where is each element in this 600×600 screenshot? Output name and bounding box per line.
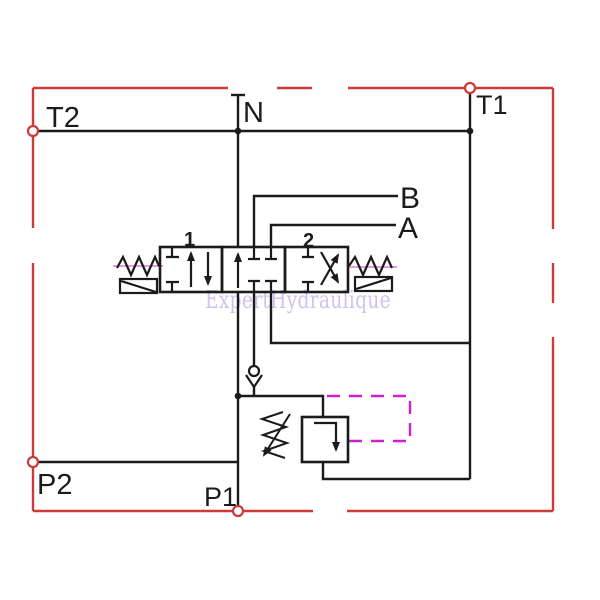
relief-branch-line: [238, 394, 325, 417]
port-marker-p2: [26, 455, 40, 469]
relief-valve-box: [300, 415, 350, 464]
enclosure-border: [31, 86, 555, 513]
junction-dot-p: [234, 392, 242, 400]
relief-remote-dashed-outline: [327, 394, 412, 443]
label-a: A: [398, 212, 418, 245]
directional-valve: [116, 245, 394, 295]
port-marker-t1: [463, 81, 477, 95]
label-t1: T1: [476, 90, 508, 120]
right-solenoid: [353, 275, 394, 293]
left-actuator: [116, 254, 161, 295]
junction-dot-t1: [466, 127, 474, 135]
a-work-line: [269, 223, 396, 247]
pos2-cross-arrow-up: [320, 253, 339, 286]
label-b: B: [400, 182, 420, 215]
left-return-spring: [116, 254, 161, 278]
label-p1: P1: [204, 482, 237, 512]
pos2-blocked-ports: [302, 247, 314, 292]
pos1-blocked-ports: [166, 247, 179, 292]
right-actuator: [348, 254, 394, 293]
junction-dot-n: [234, 127, 242, 135]
junctions: [234, 127, 474, 400]
relief-valve: [258, 411, 350, 464]
label-spool-position-2: 2: [303, 230, 314, 252]
relief-adjustment-arrow: [262, 413, 291, 457]
port-marker-t2: [26, 124, 40, 138]
label-spool-position-1: 1: [184, 229, 195, 251]
right-return-spring: [348, 254, 394, 278]
relief-outlet-line: [321, 462, 470, 481]
neutral-blocked-bottom-ports: [248, 279, 277, 292]
relief-valve-flow-arrow: [314, 421, 340, 452]
pos2-cross-arrow-down: [320, 251, 339, 284]
port-markers: [26, 81, 477, 518]
valve-to-tank-line: [269, 292, 470, 345]
pipes: [38, 93, 472, 506]
check-valve: [245, 364, 263, 388]
label-n: N: [243, 97, 264, 129]
label-p2: P2: [37, 469, 72, 501]
check-valve-seat: [245, 374, 263, 388]
left-solenoid-diagonal: [120, 279, 157, 294]
left-solenoid: [118, 277, 159, 295]
port-marker-p1: [231, 504, 245, 518]
label-t2: T2: [46, 102, 80, 134]
valve-position-2-box: [283, 245, 350, 294]
check-valve-ball: [247, 364, 261, 378]
right-solenoid-diagonal: [355, 276, 392, 291]
valve-internals: [166, 247, 339, 292]
b-work-line: [252, 194, 398, 247]
labels: T2 N T1 B A P2 P1 1 2: [37, 90, 508, 512]
neutral-blocked-top-ports: [248, 247, 277, 261]
